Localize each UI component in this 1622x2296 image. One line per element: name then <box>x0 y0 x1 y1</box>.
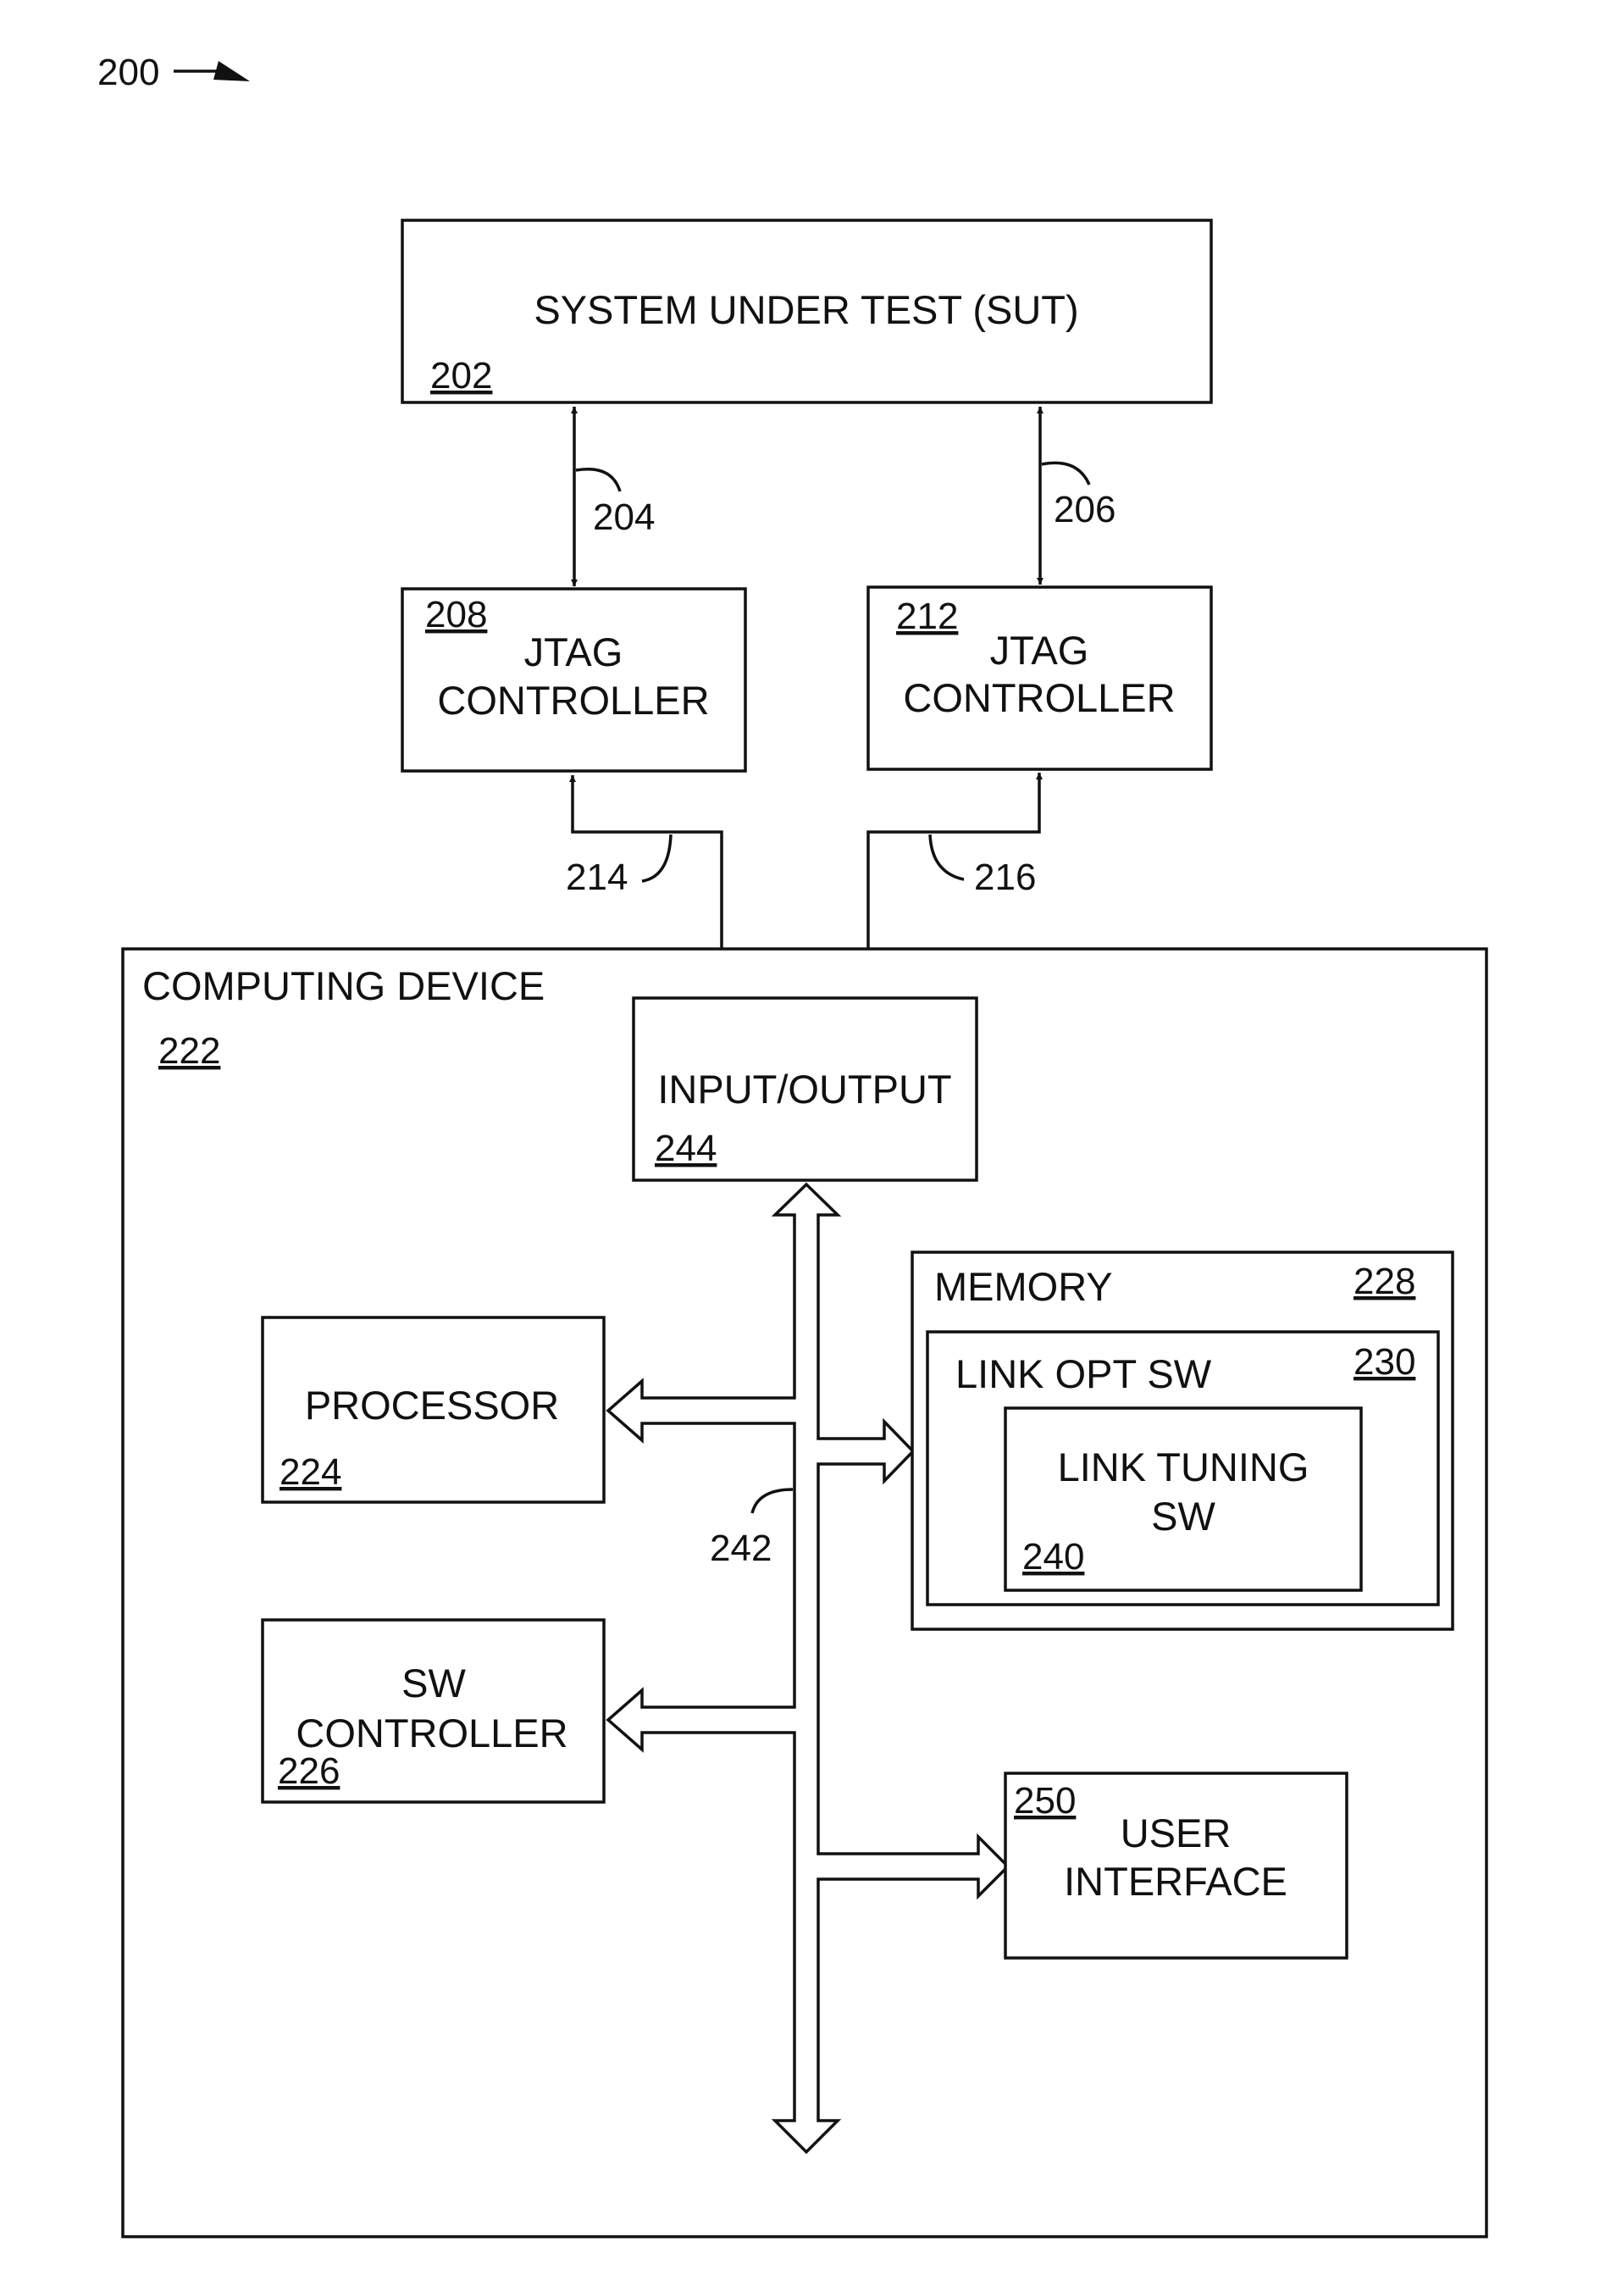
link-tuning-sw-line2: SW <box>1151 1494 1215 1539</box>
processor-label: PROCESSOR <box>305 1383 559 1428</box>
jtag-controller-212-ref: 212 <box>896 596 958 637</box>
computing-device-label: COMPUTING DEVICE <box>142 963 545 1008</box>
link-opt-sw-ref: 230 <box>1354 1341 1415 1383</box>
link-206-leader <box>1042 463 1089 485</box>
jtag-controller-212-line2: CONTROLLER <box>903 675 1175 720</box>
sut-ref: 202 <box>430 355 492 397</box>
user-interface-line1: USER <box>1121 1811 1232 1855</box>
computing-device-ref: 222 <box>158 1030 220 1072</box>
processor-ref: 224 <box>280 1451 341 1493</box>
link-204-leader <box>576 469 620 491</box>
jtag-controller-208-line2: CONTROLLER <box>437 678 709 723</box>
figure-number: 200 <box>97 52 159 93</box>
sw-controller-line1: SW <box>401 1661 466 1705</box>
figure-pointer-arrowhead <box>213 61 250 81</box>
link-204-ref: 204 <box>593 496 655 538</box>
link-opt-sw-label: LINK OPT SW <box>955 1351 1212 1396</box>
memory-ref: 228 <box>1354 1261 1415 1302</box>
input-output-ref: 244 <box>655 1128 717 1169</box>
bus-242-ref: 242 <box>710 1528 772 1569</box>
input-output-label: INPUT/OUTPUT <box>657 1067 951 1112</box>
user-interface-ref: 250 <box>1014 1780 1076 1822</box>
jtag-controller-208-line1: JTAG <box>524 629 623 674</box>
sw-controller-line2: CONTROLLER <box>296 1711 567 1755</box>
jtag-controller-212-line1: JTAG <box>990 628 1089 673</box>
link-216-ref: 216 <box>974 857 1036 898</box>
link-206-ref: 206 <box>1054 489 1115 530</box>
link-214-leader <box>642 835 671 881</box>
jtag-controller-208-ref: 208 <box>425 594 487 635</box>
link-216-leader <box>930 835 964 879</box>
link-tuning-sw-line1: LINK TUNING <box>1058 1445 1309 1489</box>
memory-label: MEMORY <box>934 1264 1113 1309</box>
sw-controller-ref: 226 <box>278 1750 340 1792</box>
link-tuning-sw-ref: 240 <box>1022 1536 1084 1578</box>
user-interface-line2: INTERFACE <box>1064 1859 1287 1904</box>
sut-label: SYSTEM UNDER TEST (SUT) <box>534 287 1078 332</box>
link-214-ref: 214 <box>566 857 628 898</box>
